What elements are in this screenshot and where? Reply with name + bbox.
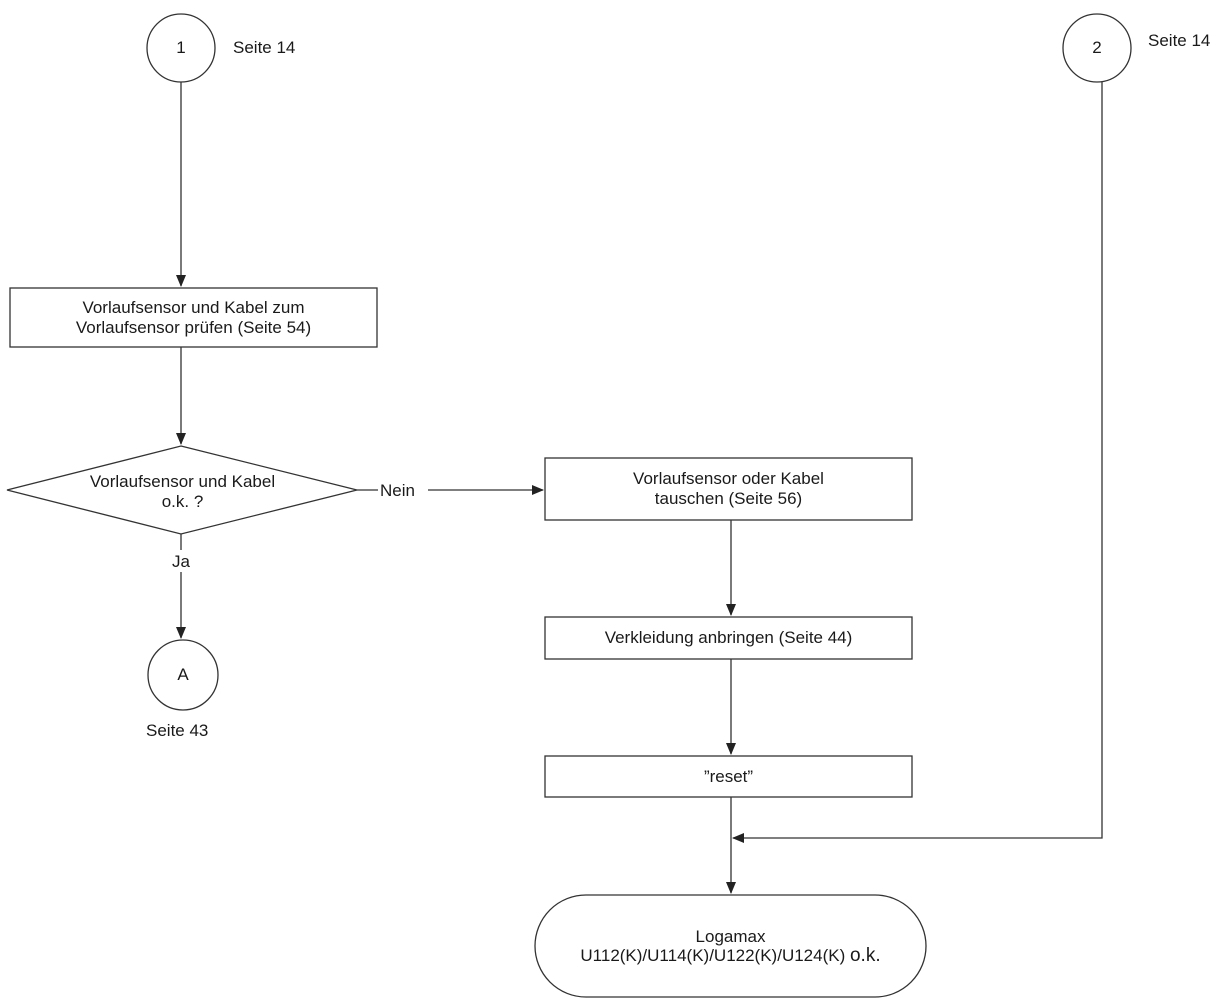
replace-line2: tauschen (Seite 56) xyxy=(654,489,803,508)
connector-2-label: 2 xyxy=(1092,38,1102,57)
cover-text: Verkleidung anbringen (Seite 44) xyxy=(604,628,853,647)
arrow-c2-to-merge xyxy=(732,82,1103,843)
connector-2-ref: Seite 14 xyxy=(1148,31,1211,50)
connector-1-ref: Seite 14 xyxy=(233,38,296,57)
terminal-step: Logamax U112(K)/U114(K)/U122(K)/U124(K) … xyxy=(535,895,926,997)
cover-step: Verkleidung anbringen (Seite 44) xyxy=(545,617,912,659)
check-sensor-line2: Vorlaufsensor prüfen (Seite 54) xyxy=(75,317,312,337)
terminal-line1: Logamax xyxy=(695,927,766,946)
terminal-line2-row: U112(K)/U114(K)/U122(K)/U124(K) o.k. xyxy=(580,946,880,965)
terminal-line2: U112(K)/U114(K)/U122(K)/U124(K) xyxy=(580,946,846,965)
terminal-box xyxy=(534,894,927,998)
reset-step: ”reset” xyxy=(545,756,912,797)
reset-text: ”reset” xyxy=(703,766,754,786)
decision-yes-label: Ja xyxy=(172,552,190,571)
check-sensor-line1: Vorlaufsensor und Kabel zum xyxy=(82,297,305,317)
check-sensor-step: Vorlaufsensor und Kabel zum Vorlaufsenso… xyxy=(10,288,377,347)
terminal-suffix: o.k. xyxy=(849,945,881,966)
connector-a-circle xyxy=(147,639,219,711)
connector-a-label: A xyxy=(177,665,189,684)
decision-no-label: Nein xyxy=(380,481,415,500)
decision-line2: o.k. ? xyxy=(161,492,204,511)
cover-box xyxy=(544,616,913,660)
decision-step: Vorlaufsensor und Kabel o.k. ? xyxy=(40,470,325,514)
replace-step: Vorlaufsensor oder Kabel tauschen (Seite… xyxy=(545,458,912,520)
connector-a-ref: Seite 43 xyxy=(146,721,209,740)
replace-box xyxy=(544,457,913,521)
decision-line1: Vorlaufsensor und Kabel xyxy=(89,472,276,491)
connector-2-circle xyxy=(1062,13,1132,83)
connector-1-label: 1 xyxy=(176,38,186,57)
replace-line1: Vorlaufsensor oder Kabel xyxy=(633,469,824,488)
reset-box xyxy=(544,755,913,798)
check-sensor-box xyxy=(9,287,378,348)
